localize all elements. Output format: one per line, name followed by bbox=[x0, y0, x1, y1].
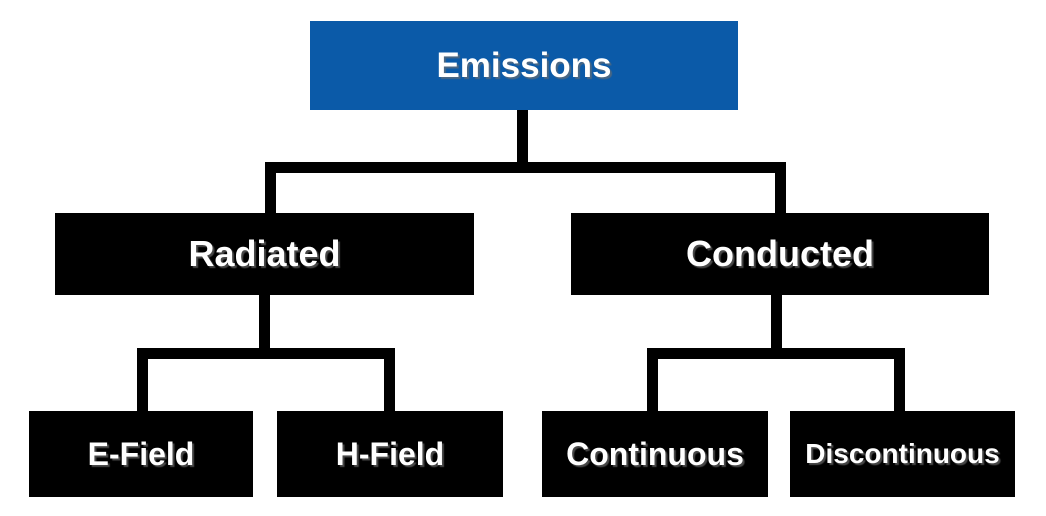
node-discontinuous: Discontinuous bbox=[790, 411, 1015, 497]
node-conducted: Conducted bbox=[571, 213, 989, 295]
node-discontinuous-label: Discontinuous bbox=[805, 438, 1000, 469]
node-emissions: Emissions bbox=[310, 21, 738, 110]
connector-drop-discontinuous bbox=[894, 348, 905, 411]
node-e-field-label: E-Field bbox=[87, 435, 195, 472]
connector-drop-hfield bbox=[384, 348, 395, 411]
connector-radiated-stem bbox=[259, 295, 270, 348]
connector-level1-horizontal bbox=[265, 162, 786, 173]
node-radiated: Radiated bbox=[55, 213, 474, 295]
connector-drop-continuous bbox=[647, 348, 658, 411]
connector-drop-conducted bbox=[775, 162, 786, 213]
connector-emissions-stem bbox=[517, 110, 528, 162]
node-continuous: Continuous bbox=[542, 411, 768, 497]
node-e-field: E-Field bbox=[29, 411, 253, 497]
connector-drop-radiated bbox=[265, 162, 276, 213]
connector-conducted-horizontal bbox=[647, 348, 905, 359]
node-emissions-label: Emissions bbox=[436, 45, 612, 85]
node-radiated-label: Radiated bbox=[188, 233, 341, 274]
connector-drop-efield bbox=[137, 348, 148, 411]
node-h-field-label: H-Field bbox=[335, 435, 445, 472]
connector-radiated-horizontal bbox=[137, 348, 395, 359]
connector-conducted-stem bbox=[771, 295, 782, 348]
node-conducted-label: Conducted bbox=[686, 233, 874, 274]
node-continuous-label: Continuous bbox=[566, 435, 744, 472]
node-h-field: H-Field bbox=[277, 411, 503, 497]
